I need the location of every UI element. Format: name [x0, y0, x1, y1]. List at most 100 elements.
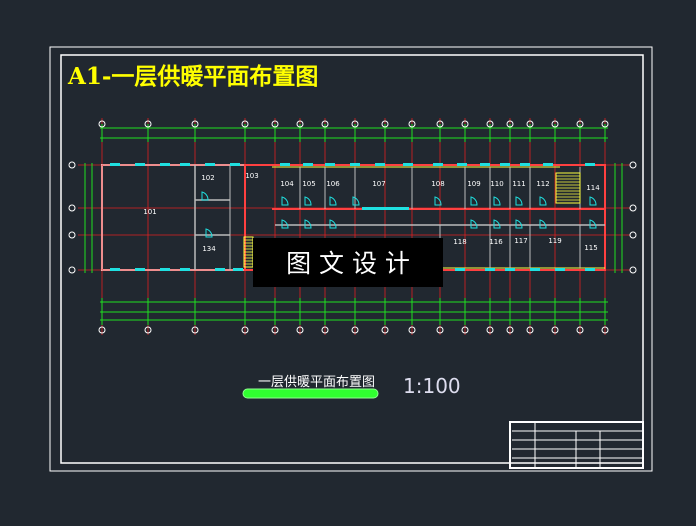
axis-bubble [381, 326, 389, 334]
axis-bubble [408, 326, 416, 334]
axis-bubble [486, 120, 494, 128]
door [304, 219, 312, 229]
axis-bubble [381, 120, 389, 128]
axis-bubble [241, 326, 249, 334]
axis-bubble [576, 120, 584, 128]
window [555, 268, 565, 271]
window [362, 207, 409, 210]
room-number: 111 [512, 180, 525, 188]
axis-bubble [629, 266, 637, 274]
room-number: 102 [201, 174, 214, 182]
axis-bubble [241, 120, 249, 128]
room-number: 134 [202, 245, 216, 253]
window [543, 163, 553, 166]
axis-bubble [351, 326, 359, 334]
room-number: 108 [431, 180, 444, 188]
door [515, 196, 523, 206]
axis-bubble [296, 326, 304, 334]
axis-bubble [486, 326, 494, 334]
axis-bubble [506, 120, 514, 128]
door [329, 196, 337, 206]
room-number: 117 [514, 237, 527, 245]
window [585, 268, 595, 271]
room-number: 104 [280, 180, 294, 188]
window [403, 163, 413, 166]
window [180, 163, 190, 166]
axis-bubble [191, 120, 199, 128]
room-number: 115 [584, 244, 597, 252]
window [457, 163, 467, 166]
window [455, 268, 465, 271]
window [205, 163, 215, 166]
window [485, 268, 495, 271]
window [585, 163, 595, 166]
window [110, 268, 120, 271]
outer-frame [49, 46, 653, 472]
axis-bubble [629, 161, 637, 169]
axis-bubble [461, 326, 469, 334]
axis-bubble [629, 231, 637, 239]
window [325, 163, 335, 166]
axis-bubble [144, 326, 152, 334]
room-number: 106 [326, 180, 340, 188]
door [201, 191, 209, 201]
door [493, 219, 501, 229]
room-number: 109 [467, 180, 480, 188]
axis-bubble [98, 326, 106, 334]
axis-bubble [629, 204, 637, 212]
drawing-title: A1-一层供暖平面布置图 [67, 63, 318, 90]
window [500, 163, 510, 166]
axis-bubble [68, 266, 76, 274]
axis-bubble [271, 120, 279, 128]
door [329, 219, 337, 229]
axis-bubble [351, 120, 359, 128]
window [303, 163, 313, 166]
axis-bubble [191, 326, 199, 334]
inner-frame [60, 54, 644, 464]
door [304, 196, 312, 206]
room-number: 118 [453, 238, 466, 246]
scale-label: 1:100 [403, 374, 461, 398]
axis-bubble [526, 120, 534, 128]
axis-bubble [461, 120, 469, 128]
window [530, 268, 540, 271]
door [352, 196, 360, 206]
axis-bubble [144, 120, 152, 128]
door [539, 196, 547, 206]
room-number: 114 [586, 184, 600, 192]
plan-caption: 一层供暖平面布置图 [258, 375, 375, 390]
window [135, 163, 145, 166]
door [281, 196, 289, 206]
window [375, 163, 385, 166]
axis-bubble [526, 326, 534, 334]
axis-bubble [68, 161, 76, 169]
window [110, 163, 120, 166]
room-number: 116 [489, 238, 503, 246]
watermark-box [253, 238, 443, 287]
axis-bubble [98, 120, 106, 128]
window [215, 268, 225, 271]
axis-bubble [296, 120, 304, 128]
door [470, 196, 478, 206]
window [135, 268, 145, 271]
door [470, 219, 478, 229]
axis-bubble [551, 120, 559, 128]
axis-bubble [551, 326, 559, 334]
axis-bubble [408, 120, 416, 128]
door [589, 196, 597, 206]
window [230, 163, 240, 166]
room-number: 110 [490, 180, 503, 188]
room-number: 105 [302, 180, 315, 188]
door [434, 196, 442, 206]
window [280, 163, 290, 166]
axis-bubble [601, 120, 609, 128]
door [205, 228, 213, 238]
room-number: 112 [536, 180, 549, 188]
door [493, 196, 501, 206]
room-number: 103 [245, 172, 258, 180]
window [350, 163, 360, 166]
door [539, 219, 547, 229]
axis-bubble [601, 326, 609, 334]
